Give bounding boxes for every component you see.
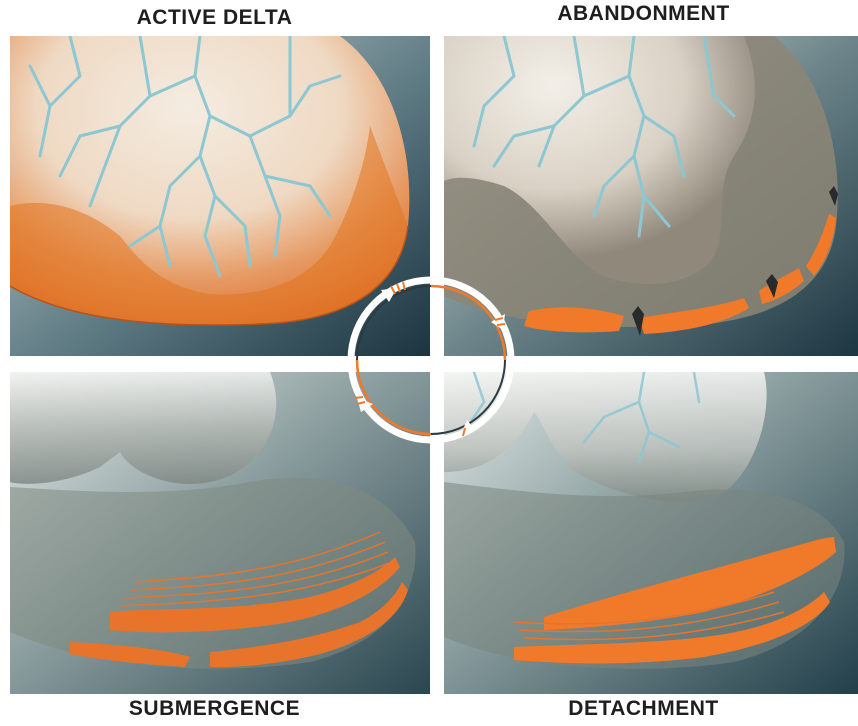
stage-label-detachment: DETACHMENT	[429, 697, 858, 721]
stage-label-abandonment: ABANDONMENT	[429, 2, 858, 26]
cycle-ring	[351, 280, 511, 440]
cycle-diagram	[343, 272, 519, 448]
stage-label-active-delta: ACTIVE DELTA	[0, 6, 429, 30]
remnant-land	[10, 372, 276, 484]
stage-label-submergence: SUBMERGENCE	[0, 697, 429, 721]
cycle-accent-arc-bottom	[357, 360, 431, 434]
